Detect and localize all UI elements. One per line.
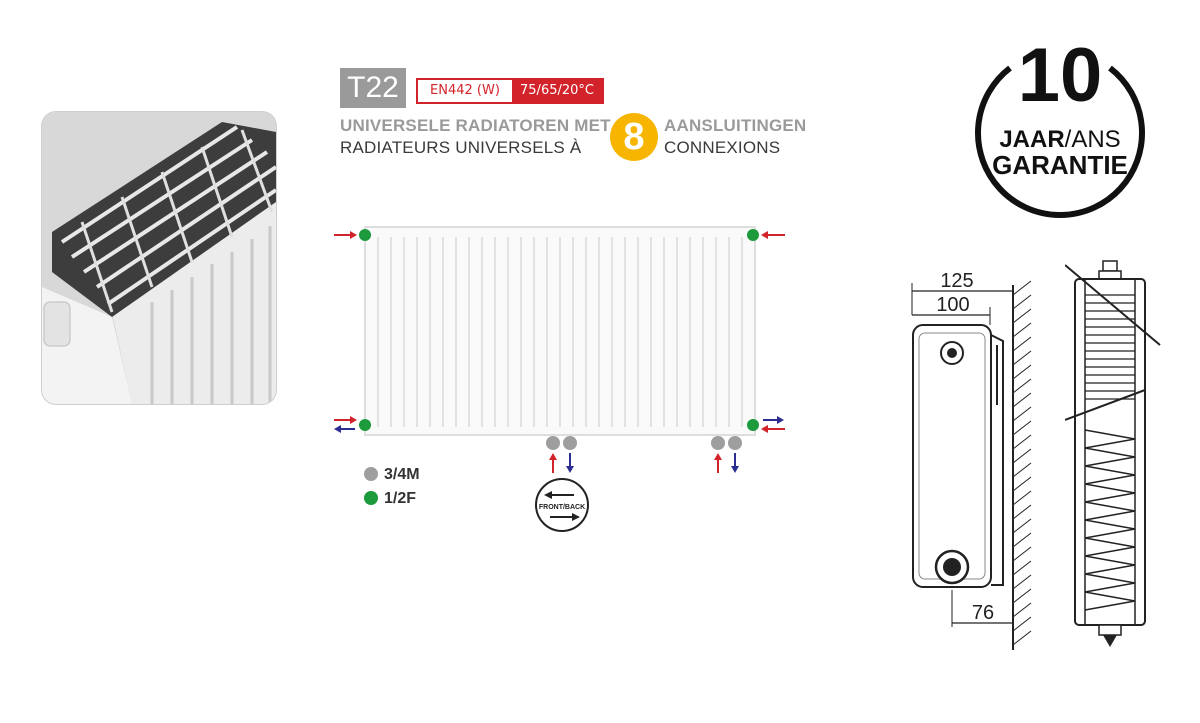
connection-bottom-right bbox=[747, 419, 759, 431]
dimension-inner-depth: 100 bbox=[936, 294, 969, 316]
legend-grey-dot bbox=[364, 467, 378, 481]
front-back-label: FRONT/BACK bbox=[539, 504, 585, 511]
connection-bottom-center-a bbox=[546, 436, 560, 450]
connection-bottom-center-b bbox=[563, 436, 577, 450]
legend-green-dot bbox=[364, 491, 378, 505]
warranty-unit-dutch: JAAR bbox=[999, 126, 1065, 153]
warranty-ring-icon bbox=[975, 65, 1145, 218]
connection-top-right bbox=[747, 229, 759, 241]
standard-norm: EN442 (W) bbox=[430, 83, 500, 98]
warranty-unit-french: /ANS bbox=[1064, 126, 1121, 153]
standard-label: EN442 (W) 75/65/20°C bbox=[416, 78, 604, 104]
warranty-seal: 10 JAAR/ANS GARANTIE bbox=[970, 28, 1150, 218]
connections-count-badge: 8 bbox=[610, 113, 658, 161]
warranty-years: 10 bbox=[1017, 33, 1103, 118]
side-profile-drawing: 125 100 76 bbox=[911, 270, 1032, 650]
cross-section-drawing bbox=[1065, 260, 1161, 647]
headline-dutch-left: UNIVERSELE RADIATOREN MET bbox=[340, 116, 611, 135]
headline-french-right: CONNEXIONS bbox=[664, 138, 781, 157]
warranty-label: GARANTIE bbox=[992, 150, 1128, 180]
connection-bottom-right-a bbox=[711, 436, 725, 450]
radiator-closeup-illustration bbox=[42, 112, 276, 404]
connection-top-left bbox=[359, 229, 371, 241]
model-badge: T22 bbox=[340, 68, 406, 108]
front-back-icon: FRONT/BACK bbox=[535, 478, 589, 532]
legend-item-male-thread: 3/4M bbox=[364, 466, 420, 484]
headline-dutch-right: AANSLUITINGEN bbox=[664, 116, 807, 135]
radiator-connection-diagram: FRONT/BACK bbox=[334, 226, 785, 532]
dimension-outer-depth: 125 bbox=[940, 270, 973, 292]
legend-label-34m: 3/4M bbox=[384, 466, 420, 483]
dimension-wall-offset: 76 bbox=[972, 602, 994, 624]
connection-bottom-left bbox=[359, 419, 371, 431]
legend-label-12f: 1/2F bbox=[384, 490, 417, 507]
connection-bottom-right-b bbox=[728, 436, 742, 450]
legend-item-female-thread: 1/2F bbox=[364, 490, 416, 508]
warranty-unit: JAAR/ANS bbox=[970, 126, 1150, 154]
headline-french-left: RADIATEURS UNIVERSELS À bbox=[340, 138, 582, 157]
product-photo bbox=[42, 112, 276, 404]
radiator-fins bbox=[377, 237, 743, 427]
standard-temperatures: 75/65/20°C bbox=[512, 80, 602, 102]
